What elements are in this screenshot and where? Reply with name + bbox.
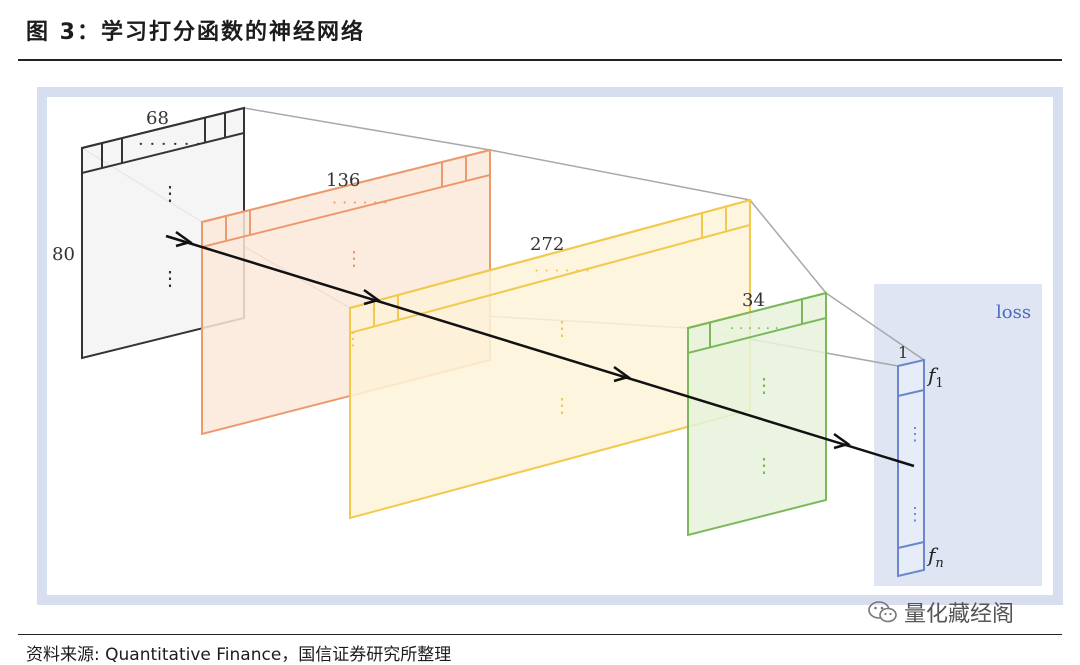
svg-text:⋮: ⋮ (754, 373, 774, 397)
source-note: 资料来源: Quantitative Finance，国信证券研究所整理 (26, 645, 452, 665)
svg-text:· · · · · ·: · · · · · · (332, 193, 388, 212)
svg-text:⋮: ⋮ (906, 504, 924, 525)
watermark: 量化藏经阁 (868, 596, 1014, 628)
svg-text:· · · · · ·: · · · · · · (138, 134, 201, 155)
layer2-label: 136 (326, 170, 360, 191)
svg-text:⋮: ⋮ (906, 424, 924, 445)
svg-text:⋮: ⋮ (160, 266, 180, 290)
wechat-icon (868, 601, 897, 623)
svg-text:· · · · · ·: · · · · · · (534, 261, 590, 280)
hidden-layer-3: · · · · · · ⋮ ⋮ (687, 291, 827, 537)
svg-text:⋮: ⋮ (160, 181, 180, 205)
svg-text:⋮: ⋮ (344, 246, 364, 270)
flow-arrow (165, 230, 915, 468)
svg-text:· · · · · ·: · · · · · · (730, 321, 779, 337)
layer4-label: 34 (742, 290, 765, 311)
input-width-label: 68 (146, 108, 169, 129)
output-layer: ⋮ ⋮ (897, 358, 925, 578)
svg-text:⋮: ⋮ (552, 393, 572, 417)
output-size-label: 1 (898, 343, 908, 362)
top-rule (18, 59, 1062, 61)
watermark-text: 量化藏经阁 (904, 602, 1015, 627)
figure-frame (37, 87, 1063, 605)
layer3-label: 272 (530, 234, 564, 255)
loss-label: loss (996, 302, 1031, 323)
svg-text:⋮: ⋮ (552, 316, 572, 340)
svg-text:⋮: ⋮ (754, 453, 774, 477)
svg-text:⋮: ⋮ (344, 329, 362, 350)
figure-title: 图 3：学习打分函数的神经网络 (26, 20, 365, 45)
bottom-rule (18, 634, 1062, 635)
input-height-label: 80 (52, 244, 75, 265)
